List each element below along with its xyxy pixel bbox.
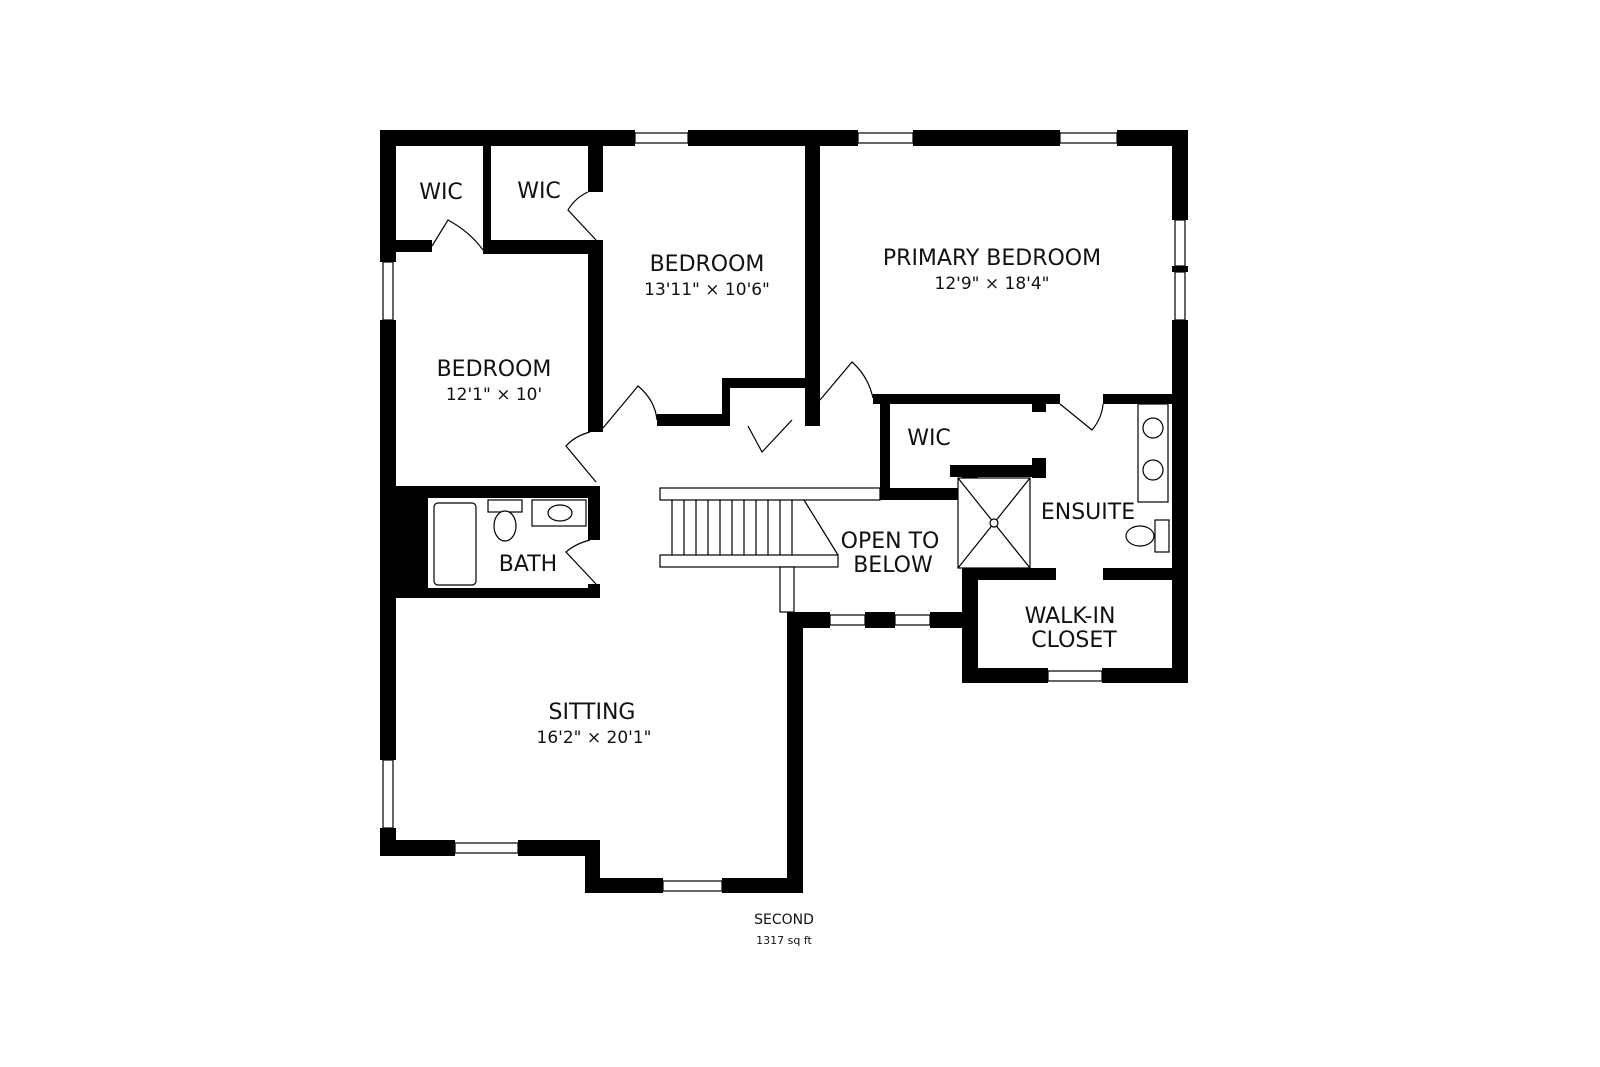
dims-bedroom-top: 13'11" × 10'6"	[644, 280, 770, 300]
label-wic-mid: WIC	[517, 179, 561, 204]
fixtures	[433, 403, 1170, 586]
label-walk-in: WALK-IN	[1025, 604, 1116, 629]
dims-sitting: 16'2" × 20'1"	[537, 728, 652, 748]
dims-primary-bedroom: 12'9" × 18'4"	[935, 274, 1050, 294]
label-primary-bedroom: PRIMARY BEDROOM	[883, 246, 1101, 271]
floor-name: SECOND	[754, 912, 814, 928]
doors	[431, 191, 1104, 585]
label-ensuite: ENSUITE	[1041, 500, 1135, 525]
floor-area: 1317 sq ft	[756, 934, 812, 947]
label-wic-left: WIC	[419, 180, 463, 205]
label-bedroom-left: BEDROOM	[437, 357, 552, 382]
label-open-to: OPEN TO	[841, 529, 940, 554]
windows	[382, 132, 1186, 892]
label-bath: BATH	[499, 552, 557, 577]
label-bedroom-top: BEDROOM	[650, 252, 765, 277]
label-below: BELOW	[853, 553, 933, 578]
walls	[380, 130, 1188, 893]
staircase	[659, 487, 881, 613]
room-labels: WIC WIC BEDROOM 13'11" × 10'6" PRIMARY B…	[419, 179, 1135, 947]
label-closet: CLOSET	[1031, 628, 1117, 653]
dims-bedroom-left: 12'1" × 10'	[446, 385, 542, 405]
label-wic-primary: WIC	[907, 426, 951, 451]
label-sitting: SITTING	[549, 700, 636, 725]
